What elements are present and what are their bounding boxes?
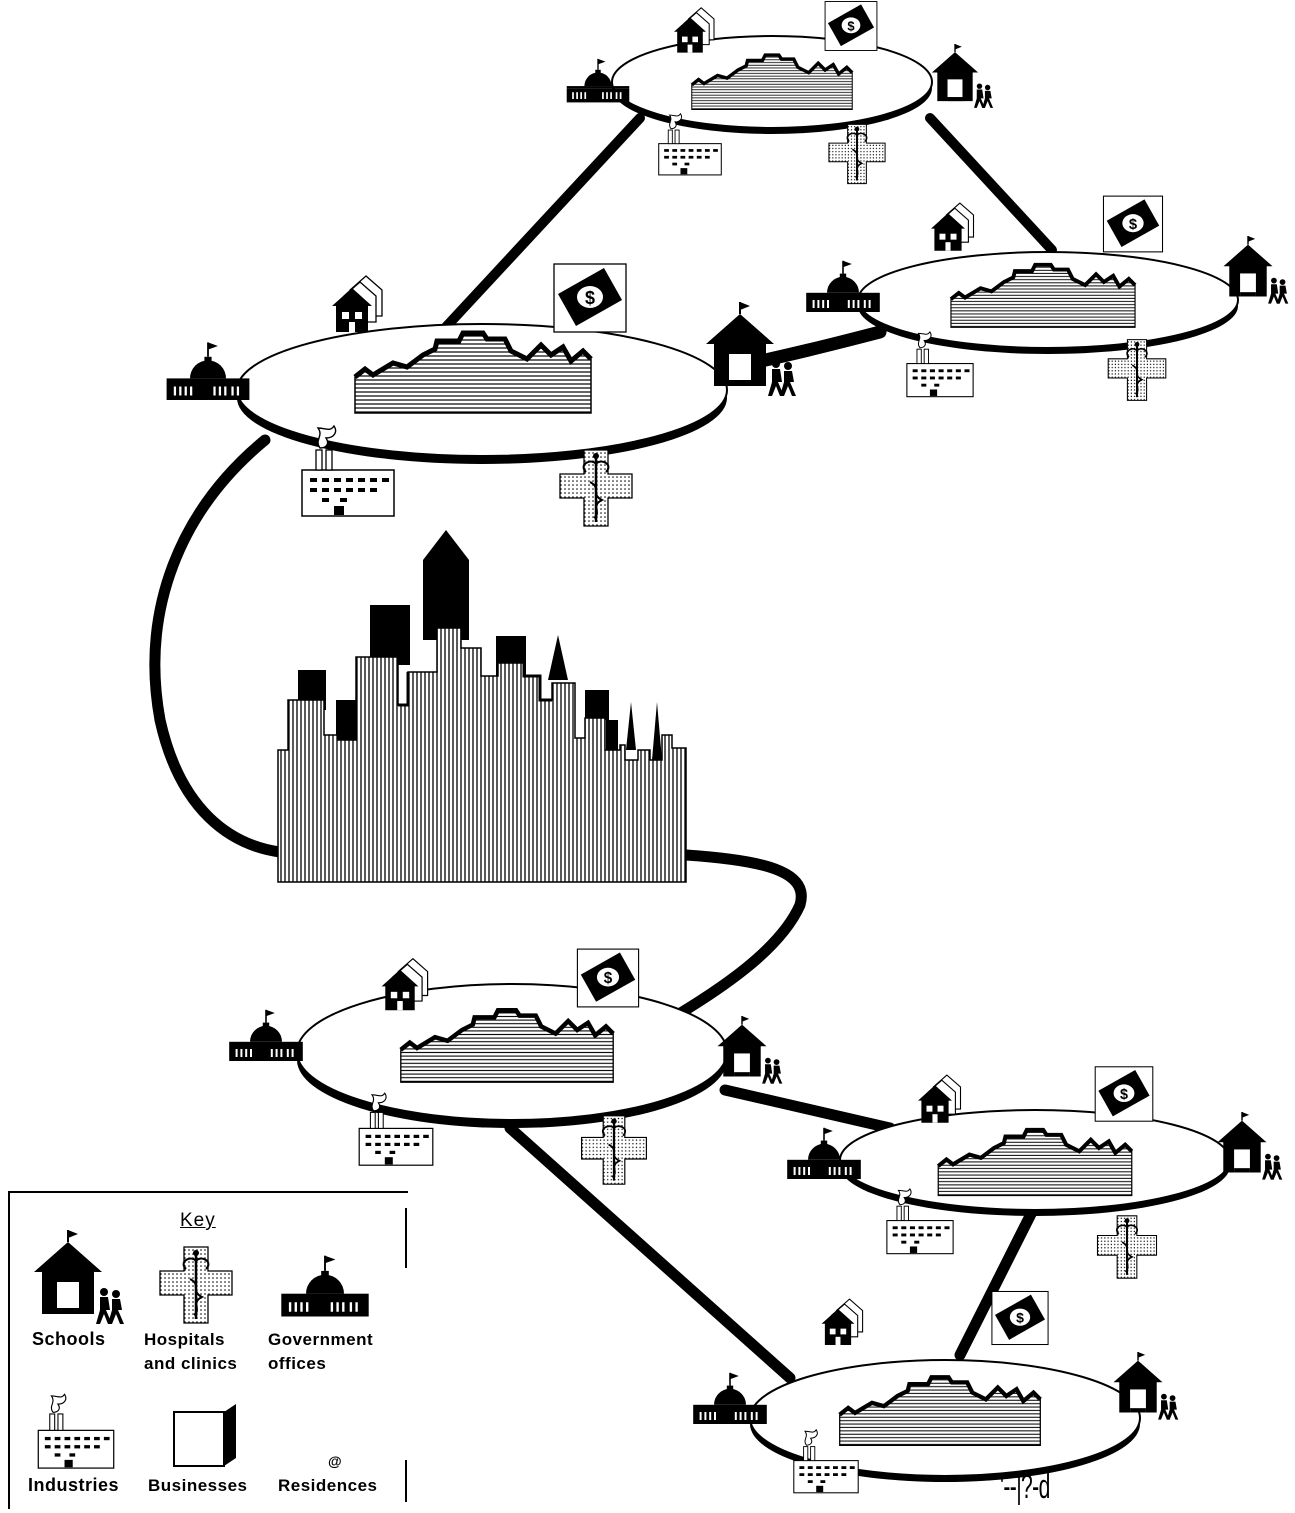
school-icon bbox=[931, 43, 994, 109]
legend-rule bbox=[405, 1460, 407, 1502]
community-cluster bbox=[786, 1066, 1284, 1280]
central-city bbox=[277, 530, 687, 883]
legend-label-businesses: Businesses bbox=[148, 1476, 248, 1495]
legend-box bbox=[8, 1191, 408, 1509]
residences-icon bbox=[331, 275, 383, 333]
legend-residences-symbol: @ bbox=[328, 1453, 343, 1469]
hospital-icon bbox=[580, 1114, 648, 1186]
community-cluster bbox=[805, 195, 1290, 402]
legend-label-schools: Schools bbox=[32, 1329, 106, 1349]
hospital-icon bbox=[827, 123, 887, 185]
government-icon bbox=[228, 1008, 304, 1062]
residences-icon bbox=[821, 1298, 864, 1346]
key-business-icon bbox=[173, 1404, 236, 1467]
business-icon bbox=[576, 948, 640, 1008]
community-cluster bbox=[228, 948, 784, 1186]
community-cluster bbox=[566, 1, 994, 185]
key-icons bbox=[33, 1229, 370, 1469]
school-icon bbox=[705, 301, 797, 397]
school-icon bbox=[716, 1015, 784, 1085]
business-icon bbox=[1102, 195, 1164, 253]
government-icon bbox=[165, 341, 251, 401]
stray-mark: '--|?-d bbox=[1000, 1468, 1050, 1506]
business-icon bbox=[1094, 1066, 1154, 1122]
community-cluster bbox=[692, 1290, 1180, 1494]
legend-label-residences: Residences bbox=[278, 1476, 378, 1495]
hospital-icon bbox=[558, 448, 634, 528]
school-icon bbox=[1222, 235, 1290, 305]
business-icon bbox=[991, 1290, 1049, 1346]
government-icon bbox=[692, 1372, 768, 1425]
legend-label-government: Government bbox=[268, 1330, 374, 1349]
hospital-icon bbox=[1096, 1214, 1158, 1280]
school-icon bbox=[1112, 1351, 1180, 1421]
school-icon bbox=[1216, 1111, 1284, 1181]
business-icon bbox=[553, 263, 627, 333]
business-icon bbox=[824, 1, 878, 51]
legend-rule bbox=[405, 1208, 407, 1268]
legend-label-clinics: and clinics bbox=[144, 1354, 238, 1373]
residences-icon bbox=[930, 202, 975, 252]
legend-label-industries: Industries bbox=[28, 1475, 120, 1495]
legend-label-hospitals: Hospitals bbox=[144, 1330, 226, 1349]
community-cluster bbox=[165, 263, 797, 528]
legend-label-offices: offices bbox=[268, 1354, 327, 1373]
legend-title: Key bbox=[180, 1210, 216, 1231]
